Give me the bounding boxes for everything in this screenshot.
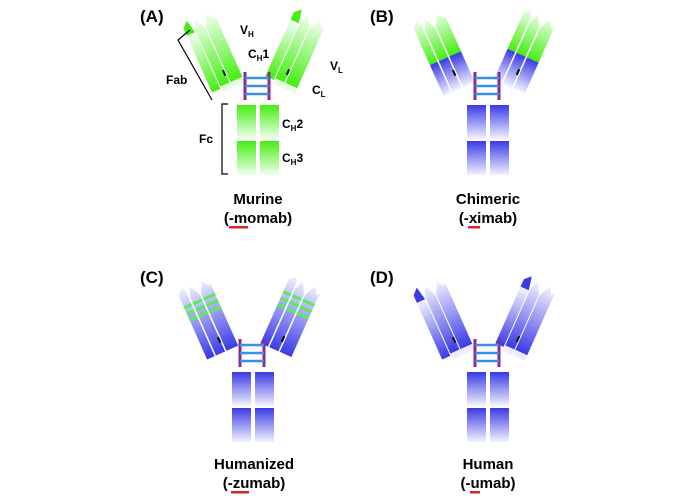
label-vh: VH bbox=[240, 23, 254, 39]
panel-letter-a: (A) bbox=[140, 7, 164, 26]
suffix-underline-u bbox=[470, 491, 480, 494]
panel-d: (D) Human (-umab) bbox=[370, 268, 559, 494]
panel-letter-b: (B) bbox=[370, 7, 394, 26]
suffix-chimeric: (-ximab) bbox=[459, 210, 517, 227]
label-ch1: CH1 bbox=[248, 47, 269, 63]
suffix-murine: (-momab) bbox=[224, 210, 292, 227]
caption-murine: Murine bbox=[233, 191, 282, 208]
antibody-humanized bbox=[175, 272, 324, 442]
label-ch2: CH2 bbox=[282, 117, 303, 133]
caption-humanized: Humanized bbox=[214, 456, 294, 473]
fab-bracket bbox=[177, 29, 213, 101]
caption-chimeric: Chimeric bbox=[456, 191, 520, 208]
label-cl: CL bbox=[312, 83, 326, 99]
label-vl: VL bbox=[330, 59, 343, 75]
antibody-human bbox=[410, 272, 559, 442]
label-fc: Fc bbox=[199, 132, 213, 146]
suffix-underline-mo bbox=[229, 226, 248, 229]
suffix-humanized: (-zumab) bbox=[223, 475, 286, 492]
antibody-chimeric bbox=[410, 5, 559, 175]
suffix-underline-xi bbox=[468, 226, 480, 229]
label-fab: Fab bbox=[166, 73, 187, 87]
panel-c: (C) Humanized (-zumab) bbox=[140, 268, 324, 494]
label-ch3: CH3 bbox=[282, 151, 303, 167]
panel-b: (B) Chimeric (-ximab) bbox=[370, 5, 559, 229]
suffix-underline-zu bbox=[231, 491, 249, 494]
antibody-murine bbox=[180, 5, 329, 175]
panel-a: (A) VH CH1 VL CL CH2 CH3 Fab Fc Murine (… bbox=[140, 5, 343, 229]
caption-human: Human bbox=[463, 456, 514, 473]
panel-letter-c: (C) bbox=[140, 268, 164, 287]
suffix-human: (-umab) bbox=[460, 475, 515, 492]
panel-letter-d: (D) bbox=[370, 268, 394, 287]
fc-bracket bbox=[221, 103, 228, 175]
